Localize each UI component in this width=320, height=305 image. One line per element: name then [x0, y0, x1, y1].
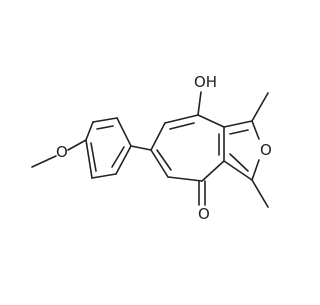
bond-ring7-6	[167, 176, 203, 182]
bond-benzene-3	[116, 117, 132, 147]
ketone-oxygen-label: O	[198, 205, 210, 223]
benzene-double-bond-2	[111, 146, 125, 168]
furan-double-bond-2	[229, 153, 249, 172]
bond-ring7-5	[201, 160, 225, 182]
bond-furan-1	[223, 120, 253, 128]
bond-ring7-3	[197, 114, 225, 128]
bond-benzene-2	[92, 117, 118, 123]
benzene-double-bond-1	[96, 125, 114, 130]
hydroxyl-label: OH	[194, 73, 217, 91]
bond-benzene-5	[91, 173, 117, 179]
bond-methyl-top	[251, 92, 269, 122]
atom-labels: OH O O O	[56, 73, 272, 223]
bond-hydroxyl	[197, 91, 202, 116]
bond-ring7-7	[150, 149, 169, 178]
molecule-structure: OH O O O	[31, 73, 272, 223]
molecule-canvas: OH O O O	[31, 73, 272, 223]
bond-furan-4	[223, 160, 253, 181]
bond-ring7-1	[150, 122, 166, 151]
bond-methoxy-oxygen-to-ring	[67, 139, 87, 151]
methoxy-oxygen-label: O	[56, 143, 68, 161]
bond-furan-3	[251, 159, 260, 181]
bond-benzene-4	[115, 145, 132, 175]
bond-benzene-6	[85, 139, 93, 179]
furan-double-bond-1	[229, 129, 249, 135]
bond-aryl-to-cycloheptadienone	[130, 145, 152, 151]
bond-benzene-1	[85, 121, 94, 141]
ring7-double-bond-1	[169, 122, 195, 130]
furan-oxygen-label: O	[260, 141, 272, 159]
bond-ring7-2	[164, 114, 199, 124]
bond-furan-2	[251, 120, 260, 140]
bond-methyl-bottom	[251, 179, 269, 208]
ring7-double-bond-3	[156, 149, 172, 171]
bond-methyl-to-methoxy-oxygen	[31, 155, 57, 168]
benzene-double-bond-3	[90, 142, 97, 172]
